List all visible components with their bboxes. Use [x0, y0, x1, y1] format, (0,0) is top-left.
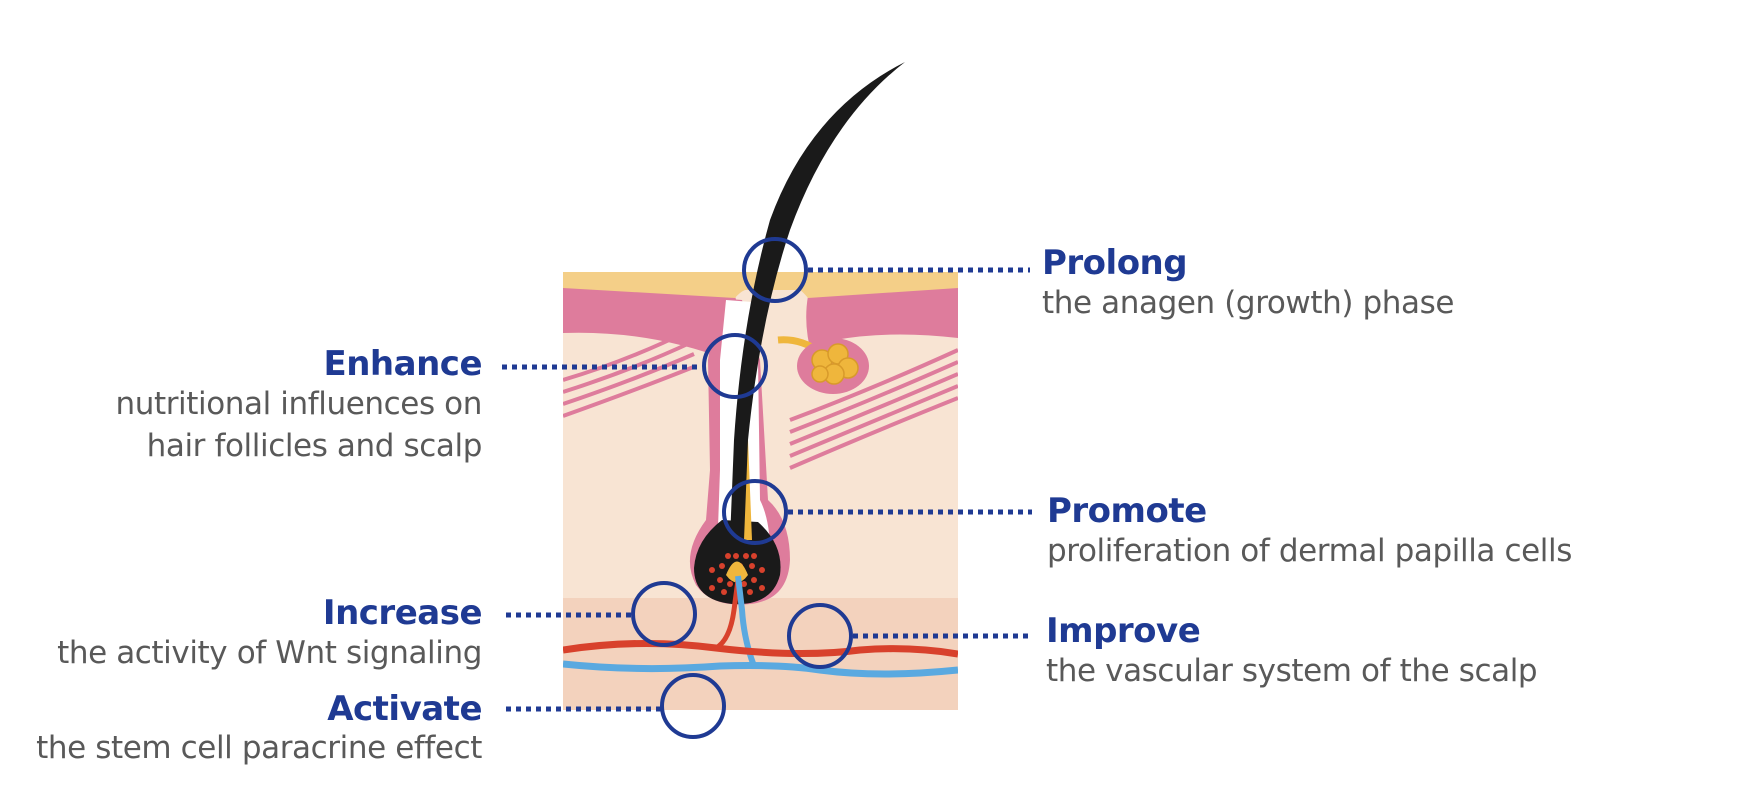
sebaceous-gland	[811, 343, 859, 385]
enhance-callout: Enhance nutritional influences on hair f…	[115, 347, 482, 465]
increase-circle	[631, 581, 697, 647]
activate-callout: Activate the stem cell paracrine effect	[36, 692, 482, 770]
enhance-heading: Enhance	[323, 344, 483, 384]
promote-circle	[722, 479, 788, 545]
promote-heading: Promote	[1047, 491, 1207, 531]
callout-circles	[631, 237, 853, 739]
prolong-circle	[742, 237, 808, 303]
improve-description: the vascular system of the scalp	[1046, 653, 1538, 689]
epidermis-right	[806, 286, 958, 356]
prolong-heading: Prolong	[1042, 243, 1188, 283]
leader-lines	[502, 267, 1032, 712]
prolong-callout: Prolong the anagen (growth) phase	[1042, 246, 1454, 326]
vein	[563, 660, 958, 678]
prolong-description: the anagen (growth) phase	[1042, 285, 1455, 321]
promote-callout: Promote proliferation of dermal papilla …	[1047, 494, 1572, 574]
increase-callout: Increase the activity of Wnt signaling	[57, 596, 482, 676]
improve-circle	[787, 603, 853, 669]
activate-circle	[660, 673, 726, 739]
activate-description: the stem cell paracrine effect	[36, 730, 482, 766]
increase-description: the activity of Wnt signaling	[57, 635, 482, 671]
dermal-papilla-cells	[709, 553, 765, 595]
artery	[563, 639, 958, 658]
activate-heading: Activate	[327, 689, 482, 729]
increase-heading: Increase	[322, 593, 483, 633]
promote-description: proliferation of dermal papilla cells	[1047, 533, 1572, 569]
enhance-description-line-1: nutritional influences on	[115, 386, 482, 422]
enhance-circle	[702, 333, 768, 399]
improve-callout: Improve the vascular system of the scalp	[1046, 611, 1538, 694]
improve-heading: Improve	[1046, 611, 1201, 651]
papilla-vein	[735, 575, 757, 668]
arrector-muscle-left	[563, 328, 697, 418]
papilla	[726, 561, 748, 583]
arrector-muscle-right	[789, 348, 958, 470]
enhance-description-line-2: hair follicles and scalp	[146, 428, 483, 464]
epidermis-left	[563, 286, 740, 360]
